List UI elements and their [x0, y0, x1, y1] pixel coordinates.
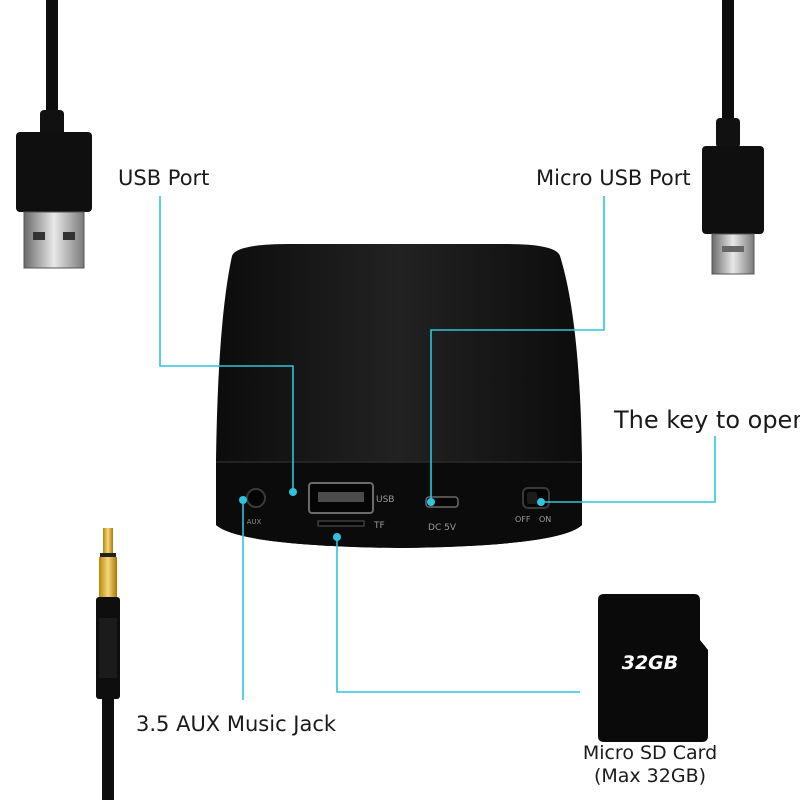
- power-switch: [522, 487, 550, 509]
- sd-card-icon: 32GB: [598, 594, 708, 742]
- leader-dots: [239, 488, 545, 541]
- aux-jack-port: [246, 488, 266, 508]
- power-key-label: The key to open: [614, 406, 800, 434]
- usb-marking: USB: [376, 495, 394, 505]
- aux-cable-icon: [96, 528, 120, 800]
- micro-usb-leader: [430, 196, 605, 500]
- usb-port-label: USB Port: [118, 166, 210, 190]
- usb-port-socket: [308, 482, 374, 514]
- on-marking: ON: [539, 515, 551, 524]
- sd-card-capacity: 32GB: [622, 652, 679, 674]
- power-key-leader: [541, 436, 716, 503]
- leader-lines: [159, 196, 716, 700]
- sd-card-caption-line2: (Max 32GB): [593, 765, 707, 787]
- tf-marking: TF: [373, 521, 385, 531]
- sd-card-caption: Micro SD Card (Max 32GB): [580, 742, 720, 788]
- aux-marking: AUX: [247, 518, 262, 526]
- aux-jack-label: 3.5 AUX Music Jack: [136, 712, 337, 736]
- speaker-body: [216, 244, 582, 548]
- dc-marking: DC 5V: [428, 523, 457, 533]
- micro-usb-port-label: Micro USB Port: [536, 166, 691, 190]
- usb-port-leader: [159, 196, 294, 490]
- micro-usb-cable-icon: [702, 0, 764, 275]
- usb-a-cable-icon: [16, 0, 92, 269]
- off-marking: OFF: [515, 515, 531, 524]
- sd-card-leader: [336, 537, 580, 693]
- sd-card-caption-line1: Micro SD Card: [582, 742, 718, 764]
- tf-slot: [317, 520, 365, 527]
